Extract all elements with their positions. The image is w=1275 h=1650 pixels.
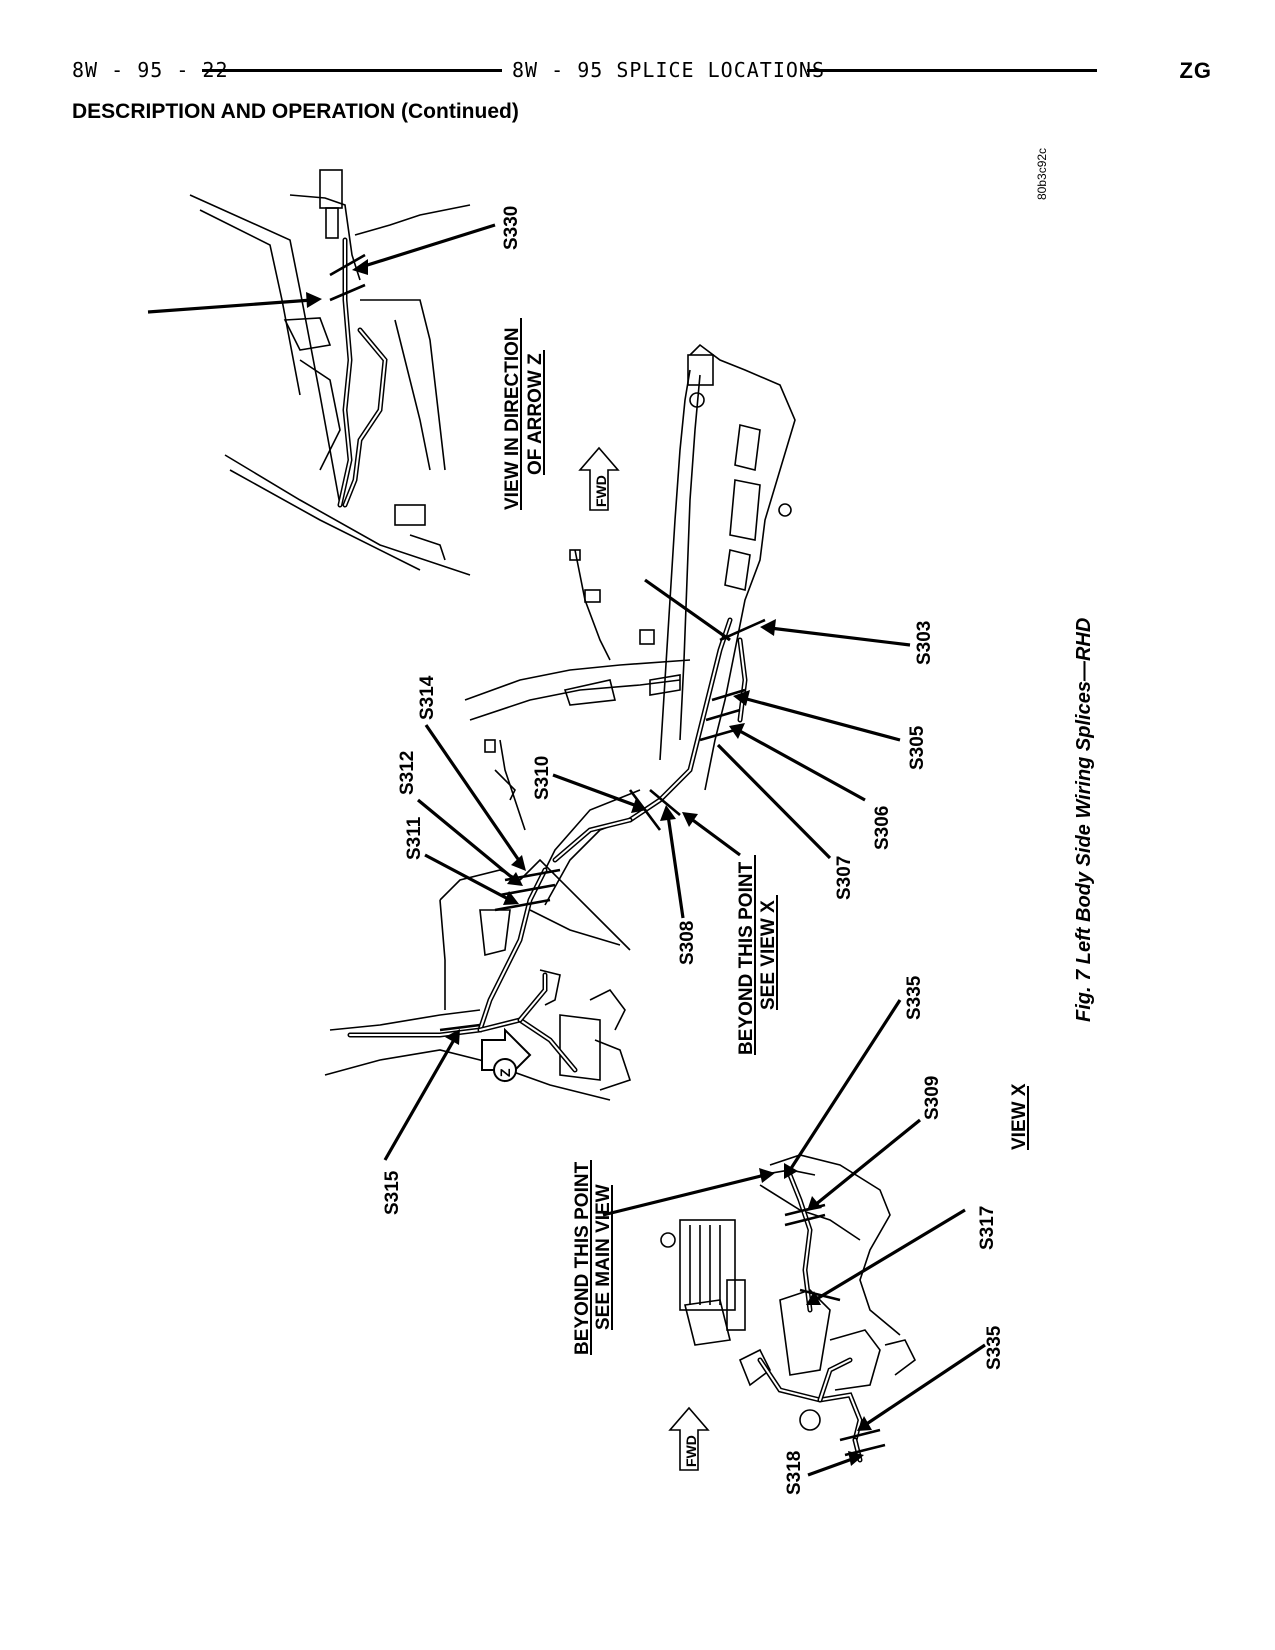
s314-callout [424,724,526,871]
label-fwd-top: FWD [593,475,609,507]
label-s314: S314 [417,675,438,720]
label-s310: S310 [532,756,553,800]
s305-callout [733,690,901,742]
s308-callout [660,805,685,919]
s303-callout [644,578,911,647]
label-view-x: VIEW X [1009,1083,1030,1150]
s306-callout [729,723,866,802]
s311-callout [424,853,519,905]
fwd-arrow-top: FWD [578,446,620,511]
label-s312: S312 [397,751,418,795]
label-s307: S307 [834,856,855,900]
label-s318: S318 [784,1451,805,1495]
label-beyond-main-line2: SEE MAIN VIEW [593,1184,614,1330]
view-x-drawing [660,1154,917,1463]
section-title: DESCRIPTION AND OPERATION (Continued) [72,100,519,123]
header-rule-left [202,69,502,72]
label-view-arrow-z-line1: VIEW IN DIRECTION [502,327,523,510]
page-header: 8W - 95 - 22 8W - 95 SPLICE LOCATIONS ZG [72,58,1212,84]
beyond-main-view-callout [602,1168,775,1217]
label-s306: S306 [872,806,893,850]
header-rule-right [807,69,1097,72]
z-arrow-marker: Z [481,1027,532,1083]
label-beyond-view-x-line2: SEE VIEW X [758,900,779,1010]
chapter-title: 8W - 95 SPLICE LOCATIONS [512,58,825,82]
s335-top-callout [784,999,902,1179]
upper-view-drawing [189,169,471,576]
main-view-drawing [324,343,796,1101]
label-s330: S330 [501,206,522,250]
s330-callout [352,223,496,275]
label-s303: S303 [914,621,935,665]
label-s315: S315 [382,1170,403,1215]
label-s335-top: S335 [904,975,925,1020]
model-code: ZG [1179,58,1212,83]
label-s309: S309 [922,1076,943,1120]
s312-callout [416,798,523,886]
s315-callout [383,1029,460,1161]
figure-caption: Fig. 7 Left Body Side Wiring Splices—RHD [1073,618,1095,1022]
s309-callout [807,1118,922,1211]
s330-second-callout [147,292,322,314]
beyond-view-x-callout [682,812,741,857]
s310-callout [552,773,647,813]
label-beyond-main-line1: BEYOND THIS POINT [572,1161,593,1355]
label-s308: S308 [677,921,698,965]
label-fwd-bottom: FWD [683,1435,699,1467]
label-s305: S305 [907,725,928,770]
s307-callout [716,743,832,860]
fwd-arrow-bottom: FWD [668,1406,710,1471]
figure-code: 80b3c92c [1035,148,1049,200]
s317-callout [806,1208,966,1305]
page-number: 8W - 95 - 22 [72,58,229,82]
s318-callout [807,1451,864,1477]
label-z: Z [497,1068,513,1077]
label-s317: S317 [977,1206,998,1250]
s335-bottom-callout [857,1343,986,1431]
label-s311: S311 [404,816,425,860]
label-beyond-view-x-line1: BEYOND THIS POINT [736,861,757,1055]
label-view-arrow-z-line2: OF ARROW Z [525,353,546,475]
label-s335-bottom: S335 [984,1325,1005,1370]
